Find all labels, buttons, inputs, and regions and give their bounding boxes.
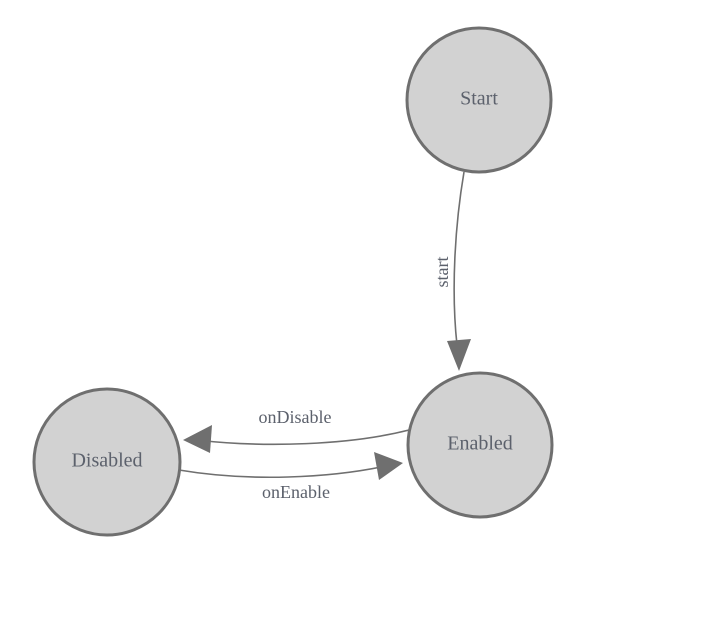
edge-enabled-to-disabled-label: onDisable bbox=[259, 407, 332, 427]
edge-enabled-to-disabled-path bbox=[196, 429, 410, 446]
node-disabled-label: Disabled bbox=[71, 450, 142, 472]
edge-enabled-to-disabled-arrowhead bbox=[183, 425, 212, 453]
node-disabled[interactable]: Disabled bbox=[32, 387, 182, 537]
edge-disabled-to-enabled[interactable]: onEnable bbox=[178, 452, 403, 502]
edge-start-to-enabled[interactable]: start bbox=[432, 171, 471, 371]
edge-start-to-enabled-path bbox=[453, 171, 465, 346]
node-enabled-label: Enabled bbox=[447, 433, 513, 455]
edge-disabled-to-enabled-arrowhead bbox=[374, 452, 403, 480]
node-start[interactable]: Start bbox=[405, 26, 553, 174]
edge-disabled-to-enabled-label: onEnable bbox=[262, 482, 330, 502]
edge-disabled-to-enabled-path bbox=[178, 465, 387, 479]
node-start-circle bbox=[405, 26, 553, 174]
node-start-label: Start bbox=[460, 88, 498, 110]
edge-start-to-enabled-label: start bbox=[432, 257, 452, 288]
node-disabled-circle bbox=[32, 387, 182, 537]
edge-start-to-enabled-arrowhead bbox=[447, 339, 471, 371]
edge-enabled-to-disabled[interactable]: onDisable bbox=[183, 407, 410, 453]
node-enabled-circle bbox=[406, 371, 554, 519]
node-enabled[interactable]: Enabled bbox=[406, 371, 554, 519]
